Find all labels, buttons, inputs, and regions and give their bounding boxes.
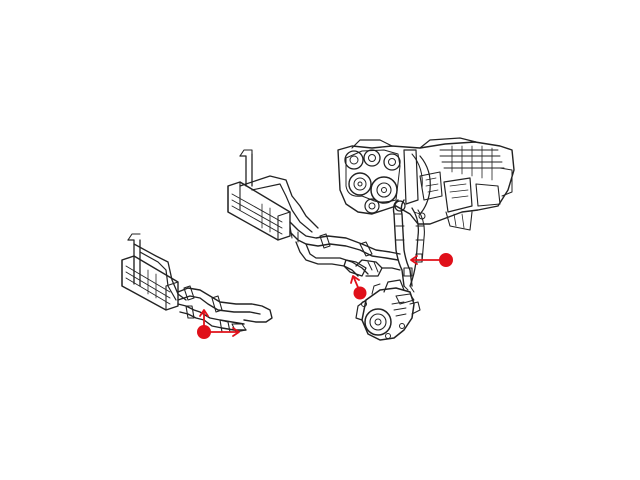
engine-front-assembly bbox=[337, 137, 515, 231]
gear-housing-icon bbox=[364, 308, 392, 336]
pulley-alternator-icon bbox=[348, 172, 372, 196]
arrow-up-icon bbox=[199, 309, 209, 317]
red-dot-icon bbox=[439, 253, 453, 267]
oil-cooler-lower bbox=[121, 233, 187, 311]
cooler-hoses-lower bbox=[177, 285, 273, 333]
red-dot-icon bbox=[353, 286, 367, 300]
callout-cooler-line-lower-left bbox=[197, 309, 240, 339]
callout-cooler-line-fitting-center bbox=[350, 275, 367, 300]
red-dot-icon bbox=[197, 325, 211, 339]
arrow-right-icon bbox=[232, 327, 240, 337]
callout-pressure-line-right bbox=[410, 253, 453, 267]
oil-cooler-upper bbox=[227, 149, 319, 241]
cooler-return-hose bbox=[289, 221, 401, 277]
arrow-left-icon bbox=[410, 255, 418, 265]
pulley-upper-right-icon bbox=[383, 153, 401, 171]
power-steering-gear bbox=[355, 279, 421, 341]
arrow-up-left-icon bbox=[350, 275, 360, 284]
pulley-upper-left-icon bbox=[344, 150, 364, 170]
pulley-upper-mid-icon bbox=[363, 149, 381, 167]
pulley-lower-icon bbox=[364, 198, 380, 214]
